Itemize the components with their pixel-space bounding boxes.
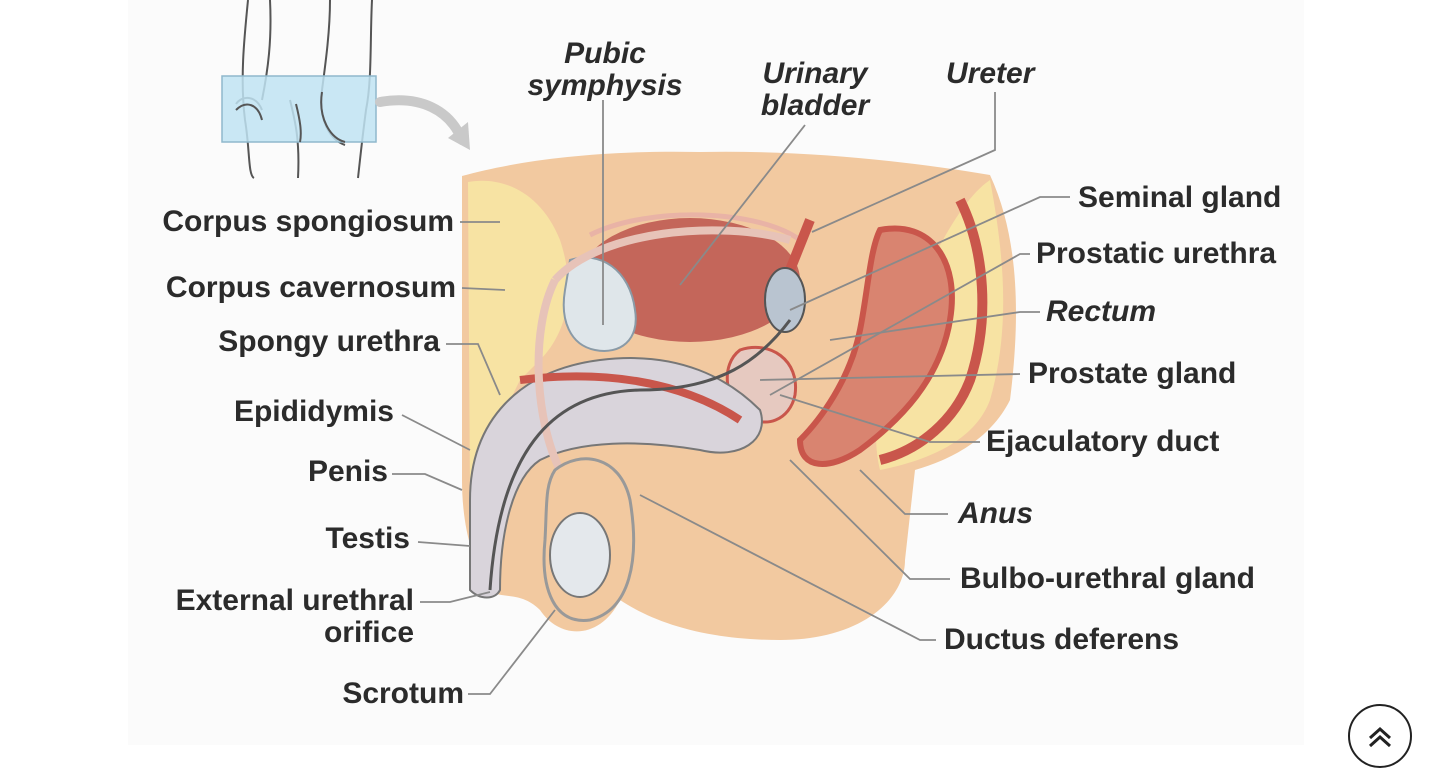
label-external-urethral-orifice: External urethral orifice bbox=[175, 584, 414, 649]
label-penis: Penis bbox=[307, 455, 388, 488]
leader-prostatic-urethra bbox=[769, 253, 1030, 396]
label-corpus-spongiosum: Corpus spongiosum bbox=[162, 205, 454, 238]
leader-seminal-gland bbox=[789, 196, 1070, 311]
double-chevron-up-icon bbox=[1368, 726, 1392, 748]
leader-corpus-cavernosum bbox=[461, 287, 506, 291]
diagram-stage: Pubic symphysis Urinary bladder Ureter S… bbox=[162, 0, 1412, 768]
label-scrotum: Scrotum bbox=[342, 677, 464, 710]
label-seminal-gland: Seminal gland bbox=[1078, 181, 1282, 214]
label-prostate-gland: Prostate gland bbox=[1028, 357, 1237, 390]
label-testis: Testis bbox=[325, 522, 410, 555]
scroll-to-top-button[interactable] bbox=[1348, 704, 1412, 768]
anatomy-illustration bbox=[221, 0, 1070, 695]
leader-bulbo-urethral-gland bbox=[789, 459, 950, 580]
leader-penis bbox=[392, 473, 463, 491]
label-urinary-bladder: Urinary bladder bbox=[760, 57, 870, 122]
orientation-arrow bbox=[375, 95, 467, 145]
label-rectum: Rectum bbox=[1046, 295, 1157, 328]
leader-epididymis bbox=[401, 414, 471, 451]
label-ejaculatory-duct: Ejaculatory duct bbox=[986, 425, 1220, 458]
label-pubic-symphysis: Pubic symphysis bbox=[527, 37, 683, 102]
leader-scrotum bbox=[468, 609, 556, 695]
label-epididymis: Epididymis bbox=[233, 395, 394, 428]
leader-lines bbox=[392, 92, 1070, 695]
leader-anus bbox=[859, 469, 948, 515]
orientation-highlight-box bbox=[221, 75, 377, 143]
leader-ductus-deferens bbox=[639, 494, 936, 641]
body-section bbox=[462, 151, 1016, 640]
orientation-arrow-head bbox=[448, 122, 470, 150]
label-ductus-deferens: Ductus deferens bbox=[944, 623, 1180, 656]
leader-ejaculatory-duct bbox=[779, 394, 980, 443]
label-spongy-urethra: Spongy urethra bbox=[218, 325, 440, 358]
label-anus: Anus bbox=[958, 497, 1033, 530]
orientation-figure-overlay bbox=[235, 91, 346, 143]
label-bulbo-urethral-gland: Bulbo-urethral gland bbox=[960, 562, 1255, 595]
leader-urinary-bladder bbox=[679, 124, 806, 286]
label-ureter: Ureter bbox=[946, 57, 1035, 90]
leader-prostate-gland bbox=[759, 373, 1021, 381]
label-prostatic-urethra: Prostatic urethra bbox=[1036, 237, 1277, 270]
leader-external-urethral-orifice bbox=[420, 591, 491, 603]
leader-testis bbox=[417, 541, 471, 547]
leader-ureter bbox=[811, 92, 996, 233]
leader-rectum bbox=[829, 311, 1040, 341]
leader-spongy-urethra bbox=[446, 343, 501, 396]
label-corpus-cavernosum: Corpus cavernosum bbox=[165, 271, 456, 304]
